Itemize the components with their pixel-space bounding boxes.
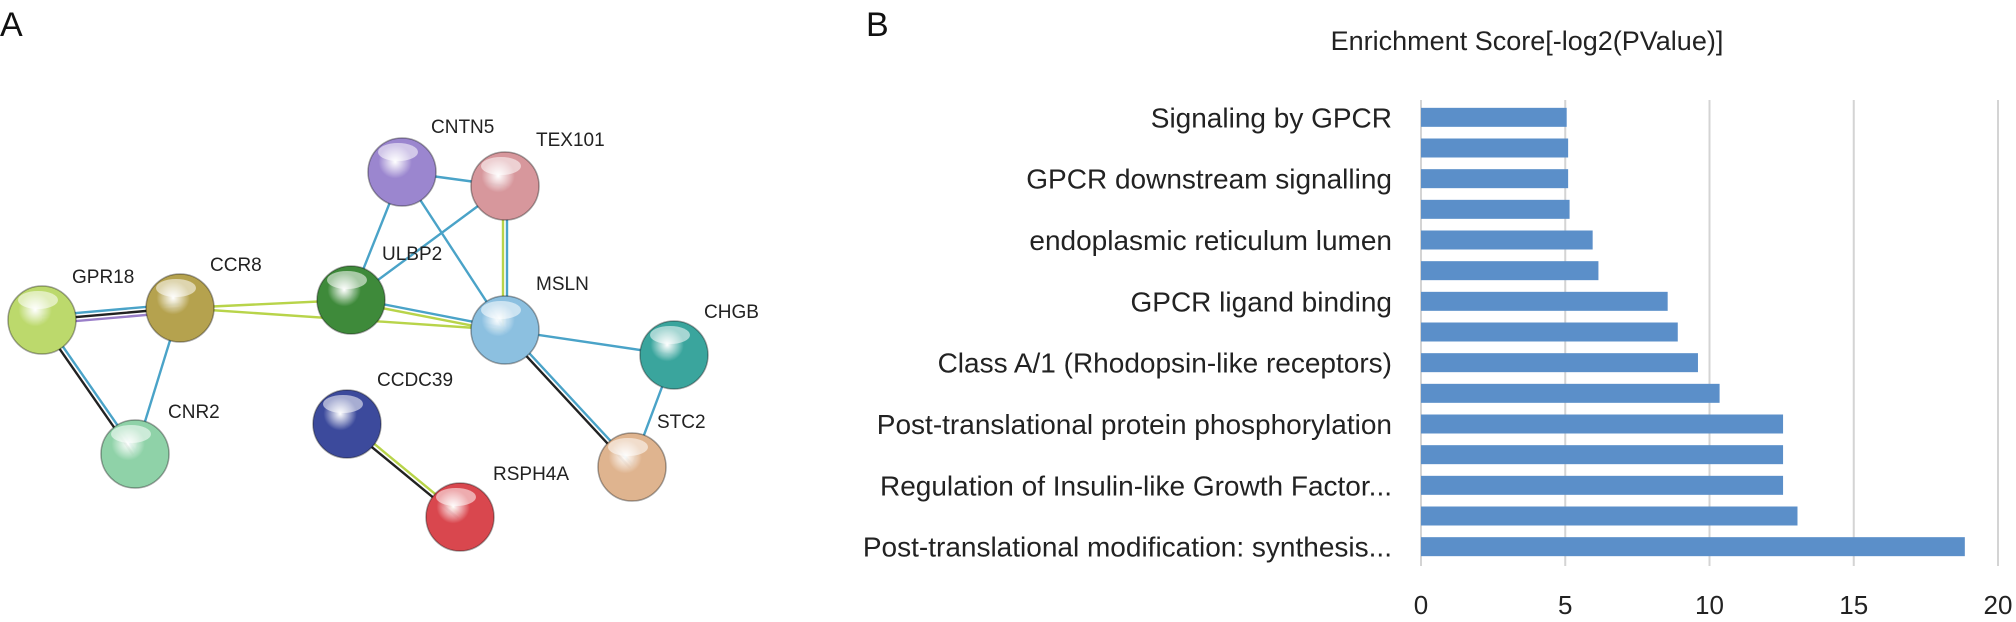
node-ccdc39-highlight (323, 395, 363, 413)
node-cnr2-label: CNR2 (168, 402, 220, 423)
node-gpr18-label: GPR18 (72, 267, 134, 288)
node-chgb-label: CHGB (704, 302, 759, 323)
panel-label-a: A (0, 6, 23, 44)
bar-8 (1421, 353, 1698, 373)
panel-label-b: B (866, 6, 889, 44)
bar-1 (1421, 138, 1569, 158)
node-ulbp2: ULBP2 (316, 244, 442, 335)
category-label-2: GPCR downstream signalling (1026, 164, 1392, 195)
node-ccr8-highlight (156, 279, 196, 297)
node-msln-label: MSLN (536, 274, 589, 295)
node-ccr8-label: CCR8 (210, 255, 262, 276)
bar-9 (1421, 383, 1720, 403)
bar-14 (1421, 537, 1965, 557)
bar-4 (1421, 230, 1593, 250)
bar-6 (1421, 291, 1668, 311)
category-labels: Signaling by GPCR GPCR downstream signall… (863, 102, 1392, 562)
node-rsph4a: RSPH4A (425, 464, 569, 552)
category-label-10: Post-translational protein phosphorylati… (877, 409, 1392, 440)
x-tick-label-20: 20 (1984, 590, 2013, 620)
category-label-12: Regulation of Insulin-like Growth Factor… (880, 470, 1392, 501)
x-tick-label-0: 0 (1414, 590, 1428, 620)
node-cntn5: CNTN5 (367, 117, 494, 207)
node-tex101-label: TEX101 (536, 130, 605, 151)
category-label-8: Class A/1 (Rhodopsin-like receptors) (938, 348, 1392, 379)
node-ccr8: CCR8 (145, 255, 262, 343)
node-gpr18: GPR18 (7, 267, 134, 355)
category-label-4: endoplasmic reticulum lumen (1029, 225, 1392, 256)
bar-12 (1421, 475, 1784, 495)
bars (1421, 107, 1965, 557)
bar-5 (1421, 261, 1599, 281)
node-ulbp2-highlight (327, 271, 367, 289)
chart-title: Enrichment Score[-log2(PValue)] (1331, 26, 1724, 56)
node-tex101: TEX101 (470, 130, 605, 221)
node-cntn5-highlight (378, 143, 418, 161)
node-ccdc39: CCDC39 (312, 370, 453, 459)
category-label-14: Post-translational modification: synthes… (863, 532, 1392, 563)
node-stc2-highlight (608, 438, 648, 456)
bar-11 (1421, 445, 1784, 465)
category-label-0: Signaling by GPCR (1151, 102, 1392, 133)
node-chgb-highlight (650, 326, 690, 344)
bar-7 (1421, 322, 1678, 342)
node-rsph4a-label: RSPH4A (493, 464, 569, 485)
node-cnr2: CNR2 (100, 402, 220, 489)
node-cnr2-highlight (111, 425, 151, 443)
node-msln: MSLN (470, 274, 589, 365)
x-tick-label-5: 5 (1558, 590, 1572, 620)
node-ccdc39-label: CCDC39 (377, 370, 453, 391)
node-chgb: CHGB (639, 302, 759, 390)
bar-0 (1421, 107, 1567, 127)
node-rsph4a-highlight (436, 488, 476, 506)
x-tick-labels: 0 5 10 15 20 (1414, 590, 2013, 620)
node-msln-highlight (481, 301, 521, 319)
enrichment-bar-chart: Enrichment Score[-log2(PValue)] Signalin… (863, 26, 2013, 620)
x-tick-label-10: 10 (1695, 590, 1724, 620)
node-stc2: STC2 (597, 412, 706, 502)
x-tick-label-15: 15 (1839, 590, 1868, 620)
node-tex101-highlight (481, 157, 521, 175)
node-stc2-label: STC2 (657, 412, 706, 433)
node-cntn5-label: CNTN5 (431, 117, 494, 138)
node-gpr18-highlight (18, 291, 58, 309)
bar-2 (1421, 169, 1569, 189)
bar-10 (1421, 414, 1784, 434)
bar-3 (1421, 199, 1570, 219)
bar-13 (1421, 506, 1798, 526)
category-label-6: GPCR ligand binding (1131, 286, 1393, 317)
node-ulbp2-label: ULBP2 (382, 244, 442, 265)
